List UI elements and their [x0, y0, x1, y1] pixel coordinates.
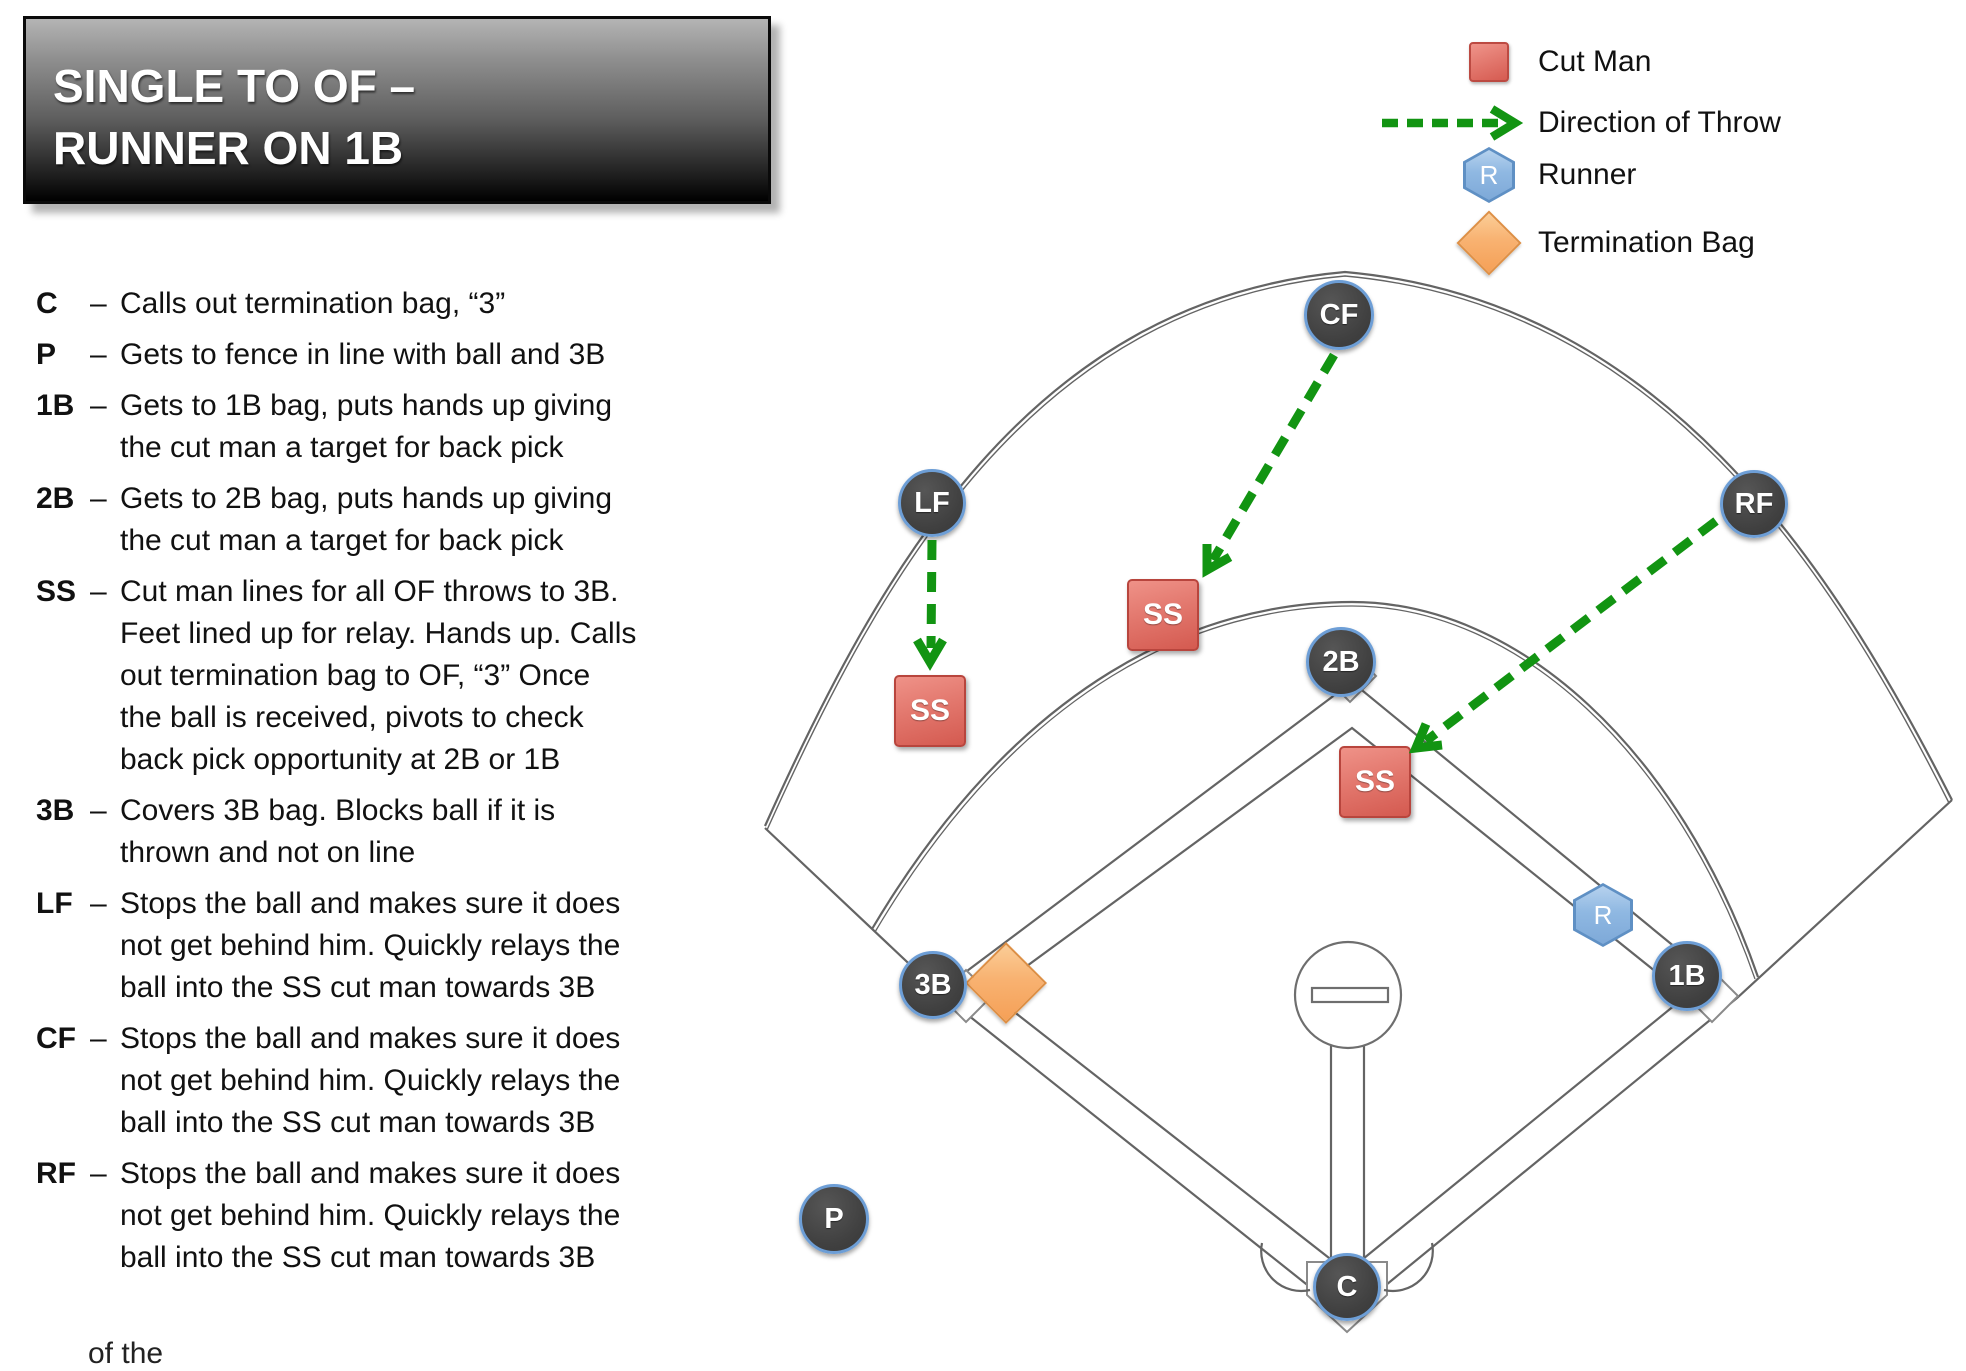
legend-throw-arrowhead — [1489, 105, 1524, 141]
note-label: SS — [36, 575, 77, 608]
note-right-field: RF–Stops the ball and makes sure it does… — [36, 1153, 696, 1279]
note-second-base: 2B–Gets to 2B bag, puts hands up giving … — [36, 478, 696, 562]
legend-cut-man-icon — [1469, 42, 1509, 82]
home-arc-right — [1383, 1242, 1434, 1293]
home-arc-left — [1260, 1242, 1311, 1293]
position-1b: 1B — [1652, 941, 1722, 1011]
position-c: C — [1313, 1253, 1381, 1321]
note-text: Feet lined up for relay. Hands up. Calls — [120, 617, 637, 650]
legend-termination-bag-icon — [1456, 210, 1522, 276]
termination-bag-3b — [964, 941, 1048, 1025]
responsibility-notes: C–Calls out termination bag, “3” P–Gets … — [36, 283, 696, 1288]
cropped-footer-text: of the — [88, 1337, 164, 1370]
note-first-base: 1B–Gets to 1B bag, puts hands up giving … — [36, 385, 696, 469]
note-text: Gets to 1B bag, puts hands up giving — [120, 389, 612, 422]
position-2b: 2B — [1306, 627, 1376, 697]
note-label: CF — [36, 1022, 76, 1055]
pitcher-circle — [1293, 940, 1403, 1050]
arrow-rf-to-ss — [1423, 517, 1719, 745]
note-catcher: C–Calls out termination bag, “3” — [36, 283, 696, 325]
note-left-field: LF–Stops the ball and makes sure it does… — [36, 883, 696, 1009]
note-label: RF — [36, 1157, 76, 1190]
note-text: not get behind him. Quickly relays the — [120, 929, 621, 962]
note-center-field: CF–Stops the ball and makes sure it does… — [36, 1018, 696, 1144]
legend-runner-letter: R — [1466, 150, 1512, 200]
legend-runner-icon: R — [1463, 147, 1515, 203]
note-text: Stops the ball and makes sure it does — [120, 1022, 621, 1055]
cut-man-ss-infield: SS — [1339, 746, 1411, 818]
note-shortstop: SS–Cut man lines for all OF throws to 3B… — [36, 571, 696, 781]
position-rf: RF — [1720, 470, 1788, 538]
note-text: not get behind him. Quickly relays the — [120, 1199, 621, 1232]
note-text: not get behind him. Quickly relays the — [120, 1064, 621, 1097]
arrow-cf-to-ss — [1209, 352, 1338, 563]
position-p: P — [799, 1184, 869, 1254]
runner-on-first: R — [1573, 883, 1633, 947]
legend-direction-label: Direction of Throw — [1538, 106, 1781, 139]
note-label: 3B — [36, 794, 75, 827]
note-text: Gets to 2B bag, puts hands up giving — [120, 482, 612, 515]
note-text: Covers 3B bag. Blocks ball if it is — [120, 794, 556, 827]
note-pitcher: P–Gets to fence in line with ball and 3B — [36, 334, 696, 376]
note-label: 1B — [36, 389, 75, 422]
note-text: the cut man a target for back pick — [120, 431, 564, 464]
position-lf: LF — [898, 469, 966, 537]
arrow-lf-to-ss — [926, 539, 937, 649]
note-label: C — [36, 287, 58, 320]
legend-cut-man-label: Cut Man — [1538, 45, 1652, 78]
pitcher-rubber — [1310, 986, 1390, 1004]
note-label: LF — [36, 887, 73, 920]
legend-runner-label: Runner — [1538, 158, 1637, 191]
note-text: Cut man lines for all OF throws to 3B. — [120, 575, 619, 608]
arrow-cf-to-ss-head — [1202, 544, 1233, 578]
cut-man-ss-left: SS — [894, 675, 966, 747]
inner-basepath — [988, 726, 1688, 1274]
note-text: back pick opportunity at 2B or 1B — [120, 743, 561, 776]
note-text: ball into the SS cut man towards 3B — [120, 1241, 596, 1274]
note-label: 2B — [36, 482, 75, 515]
position-3b: 3B — [899, 951, 967, 1019]
note-text: thrown and not on line — [120, 836, 416, 869]
cut-man-ss-center: SS — [1127, 579, 1199, 651]
position-cf: CF — [1304, 280, 1374, 350]
title-line-1: SINGLE TO OF – — [53, 60, 416, 112]
note-text: Stops the ball and makes sure it does — [120, 887, 621, 920]
note-text: ball into the SS cut man towards 3B — [120, 971, 596, 1004]
note-text: Stops the ball and makes sure it does — [120, 1157, 621, 1190]
note-text: the ball is received, pivots to check — [120, 701, 584, 734]
note-text: Gets to fence in line with ball and 3B — [120, 338, 606, 371]
runner-letter: R — [1576, 886, 1630, 944]
title-box: SINGLE TO OF – RUNNER ON 1B — [23, 16, 771, 204]
outer-basepath — [938, 680, 1738, 999]
note-third-base: 3B–Covers 3B bag. Blocks ball if it is t… — [36, 790, 696, 874]
note-text: Calls out termination bag, “3” — [120, 287, 506, 320]
right-foul-line — [1363, 799, 1953, 1304]
arrow-lf-to-ss-head — [913, 637, 947, 671]
note-text: ball into the SS cut man towards 3B — [120, 1106, 596, 1139]
note-label: P — [36, 338, 57, 371]
arrow-rf-to-ss-head — [1408, 722, 1443, 754]
title-line-2: RUNNER ON 1B — [53, 122, 404, 174]
note-text: out termination bag to OF, “3” Once — [120, 659, 591, 692]
legend-termination-label: Termination Bag — [1538, 226, 1755, 259]
note-text: the cut man a target for back pick — [120, 524, 564, 557]
